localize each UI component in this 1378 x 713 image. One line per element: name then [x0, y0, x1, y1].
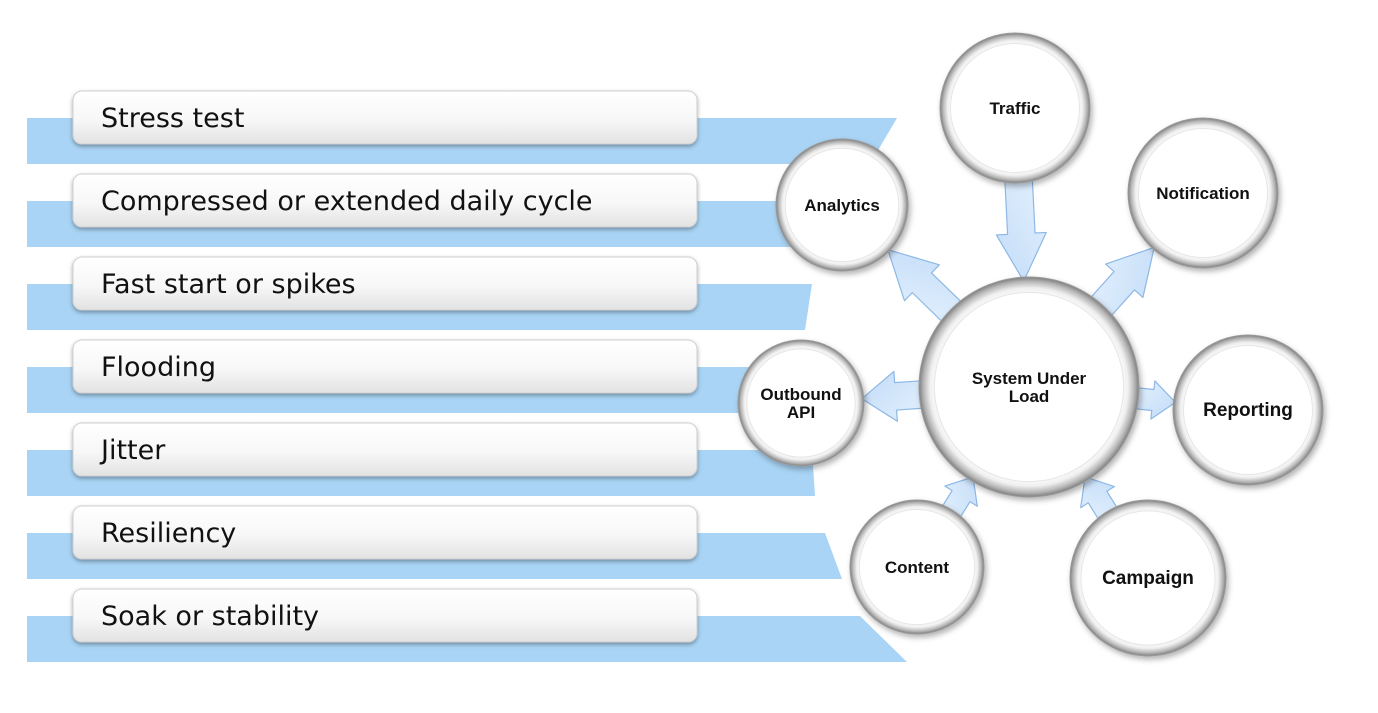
test-type-label: Soak or stability — [101, 601, 319, 632]
test-type-bar — [72, 505, 698, 560]
test-type-label: Stress test — [101, 103, 244, 134]
test-type-label: Jitter — [99, 435, 166, 466]
node-campaign-label: Campaign — [1102, 568, 1194, 589]
node-traffic: Traffic — [939, 32, 1091, 184]
node-content-label: Content — [885, 558, 950, 577]
node-analytics: Analytics — [775, 138, 909, 272]
node-system-under-load-label: System Under — [972, 369, 1087, 388]
test-type-item: Jitter — [72, 422, 698, 477]
node-system-under-load-label: Load — [1009, 387, 1050, 406]
test-type-bar — [72, 422, 698, 477]
node-content-face — [858, 508, 976, 626]
test-type-bar — [72, 588, 698, 643]
arrow-center-to-notification — [1088, 246, 1155, 318]
node-traffic-label: Traffic — [989, 99, 1040, 118]
test-type-item: Compressed or extended daily cycle — [72, 173, 698, 228]
arrow-content-to-center — [941, 476, 978, 518]
test-type-bar — [72, 173, 698, 228]
node-system-under-load-face — [933, 291, 1125, 483]
test-type-label: Fast start or spikes — [101, 269, 356, 300]
node-traffic-face — [950, 43, 1080, 173]
node-reporting: Reporting — [1172, 334, 1324, 486]
test-type-item: Resiliency — [72, 505, 698, 560]
node-campaign: Campaign — [1069, 499, 1227, 657]
node-outbound-api-label: Outbound — [760, 385, 841, 404]
node-notification-label: Notification — [1156, 184, 1250, 203]
test-type-bar — [72, 256, 698, 311]
test-type-label: Flooding — [101, 352, 216, 383]
node-outbound-api-label: API — [787, 403, 815, 422]
node-analytics-face — [784, 147, 900, 263]
node-content: Content — [849, 499, 985, 635]
node-analytics-label: Analytics — [804, 196, 880, 215]
test-type-label: Resiliency — [101, 518, 236, 549]
test-type-item: Flooding — [72, 339, 698, 394]
test-type-item: Fast start or spikes — [72, 256, 698, 311]
arrow-traffic-to-center — [995, 179, 1047, 282]
test-type-label: Compressed or extended daily cycle — [101, 186, 593, 217]
node-reporting-face — [1183, 345, 1313, 475]
arrow-campaign-to-center — [1080, 476, 1118, 520]
node-reporting-label: Reporting — [1203, 400, 1293, 421]
test-type-item: Stress test — [72, 90, 698, 145]
node-campaign-face — [1080, 510, 1216, 646]
test-type-bar — [72, 339, 698, 394]
node-notification: Notification — [1127, 117, 1279, 269]
arrow-center-to-outbound-api — [861, 370, 925, 422]
test-type-item: Soak or stability — [72, 588, 698, 643]
test-type-bar — [72, 90, 698, 145]
node-outbound-api-face — [746, 348, 856, 458]
arrow-center-to-analytics — [887, 249, 964, 324]
flow-arrows — [861, 179, 1176, 520]
node-notification-face — [1138, 128, 1268, 258]
